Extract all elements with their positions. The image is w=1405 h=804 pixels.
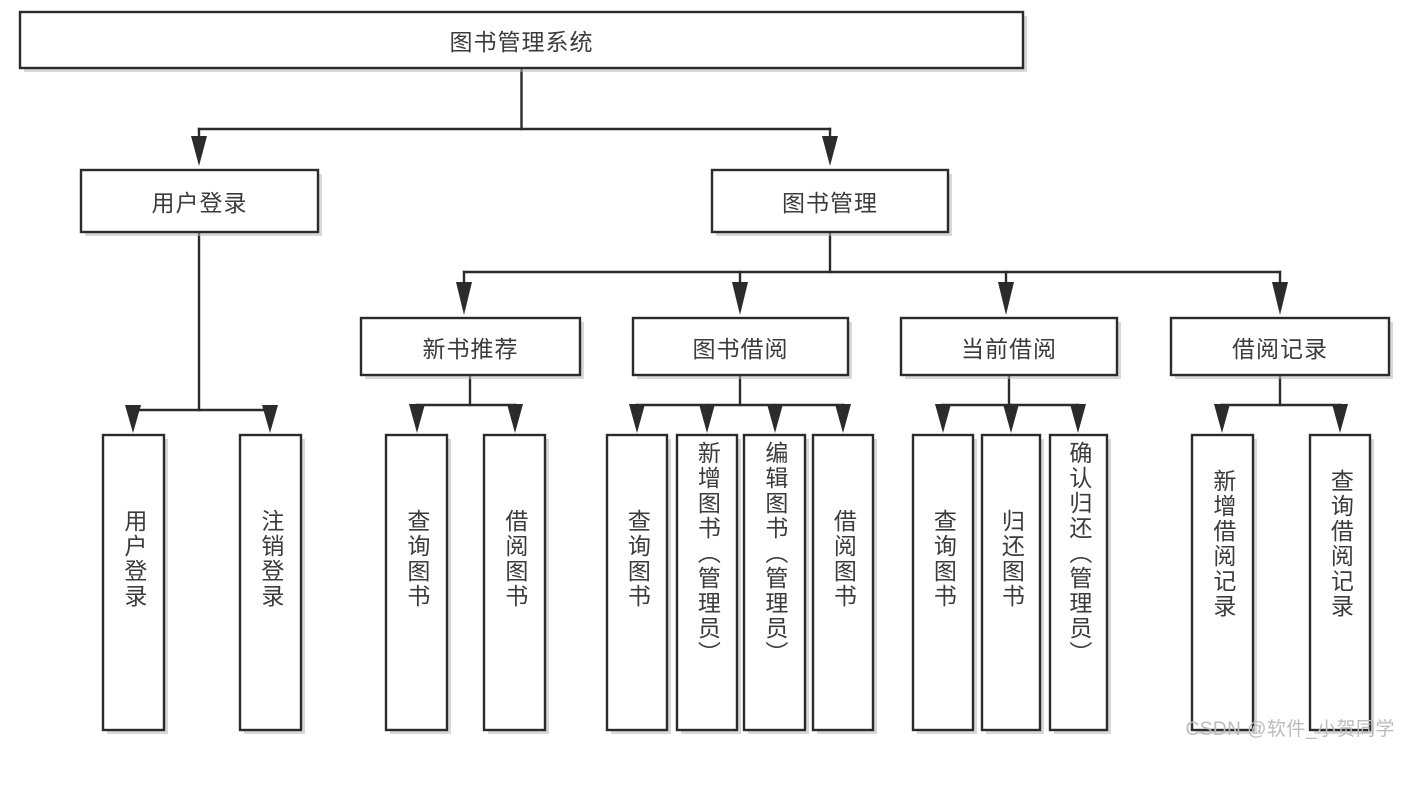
connector-group-book-management xyxy=(456,230,1288,315)
arrow-bookborrow-to-add xyxy=(699,404,715,433)
node-borrow-borrow-book-rect xyxy=(811,433,875,732)
arrow-root-to-userlogin xyxy=(191,136,207,166)
node-new-book-borrow[interactable] xyxy=(482,433,549,734)
node-user-login-logout[interactable] xyxy=(238,433,305,734)
node-book-management[interactable] xyxy=(710,168,952,236)
node-borrow-edit-book-rect xyxy=(742,433,807,732)
node-current-confirm-return[interactable] xyxy=(1048,433,1111,734)
arrow-userlogin-to-logout xyxy=(262,405,278,433)
arrow-borrowrecord-to-query xyxy=(1332,404,1348,433)
arrow-root-to-bookmgmt xyxy=(822,136,838,166)
node-borrow-query-book-rect xyxy=(605,433,669,732)
node-record-add-rect xyxy=(1190,433,1255,732)
node-record-add[interactable] xyxy=(1190,433,1257,734)
arrow-bookborrow-to-query xyxy=(629,404,645,433)
node-current-return-book-rect xyxy=(980,433,1042,732)
hierarchy-diagram xyxy=(18,10,1393,734)
node-book-borrow-rect xyxy=(631,316,850,377)
node-new-book-recommend-rect xyxy=(359,316,582,377)
node-current-borrow[interactable] xyxy=(899,316,1121,379)
connector-group-new-book-recommend xyxy=(409,373,523,433)
node-new-book-borrow-rect xyxy=(482,433,547,732)
node-borrow-borrow-book[interactable] xyxy=(811,433,877,734)
connector-group-borrow-record xyxy=(1214,373,1348,433)
node-root-rect xyxy=(18,10,1025,70)
node-current-query-book[interactable] xyxy=(911,433,977,734)
node-root[interactable] xyxy=(18,10,1027,72)
arrow-currentborrow-to-return xyxy=(1003,404,1019,433)
node-borrow-record-rect xyxy=(1169,316,1391,377)
arrow-currentborrow-to-query xyxy=(935,404,951,433)
node-borrow-edit-book[interactable] xyxy=(742,433,809,734)
arrow-bookborrow-to-edit xyxy=(767,404,783,433)
node-book-borrow[interactable] xyxy=(631,316,852,379)
arrow-bookmgmt-to-bookborrow xyxy=(732,282,748,315)
node-user-login-login-rect xyxy=(101,433,166,732)
node-user-login[interactable] xyxy=(79,168,322,236)
node-current-return-book[interactable] xyxy=(980,433,1044,734)
node-new-book-query[interactable] xyxy=(384,433,451,734)
arrow-bookborrow-to-borrow xyxy=(835,404,851,433)
arrow-newbook-to-query xyxy=(409,404,425,433)
node-user-login-login[interactable] xyxy=(101,433,168,734)
connector-group-user-login xyxy=(125,230,278,433)
connector-group-root xyxy=(191,66,838,166)
connector-group-book-borrow xyxy=(629,373,851,433)
node-current-confirm-return-rect xyxy=(1048,433,1109,732)
node-borrow-add-book-rect xyxy=(675,433,739,732)
arrow-userlogin-to-login xyxy=(125,405,141,433)
arrow-newbook-to-borrow xyxy=(507,404,523,433)
node-borrow-record[interactable] xyxy=(1169,316,1393,379)
node-user-login-logout-rect xyxy=(238,433,303,732)
arrow-currentborrow-to-confirm xyxy=(1070,404,1086,433)
node-new-book-query-rect xyxy=(384,433,449,732)
node-record-query[interactable] xyxy=(1308,433,1374,734)
arrow-bookmgmt-to-newbook xyxy=(456,282,472,315)
node-book-management-rect xyxy=(710,168,950,234)
node-user-login-rect xyxy=(79,168,320,234)
arrow-borrowrecord-to-add xyxy=(1214,404,1230,433)
flowchart-canvas: 图书管理系统 用户登录 图书管理 新书推荐 图书借阅 当前借阅 借阅记录 用户登… xyxy=(18,10,1395,740)
node-record-query-rect xyxy=(1308,433,1372,732)
arrow-bookmgmt-to-borrowrecord xyxy=(1272,282,1288,315)
node-borrow-query-book[interactable] xyxy=(605,433,671,734)
connector-group-current-borrow xyxy=(935,373,1086,433)
arrow-bookmgmt-to-currentborrow xyxy=(998,282,1014,315)
node-borrow-add-book[interactable] xyxy=(675,433,741,734)
node-current-borrow-rect xyxy=(899,316,1119,377)
node-current-query-book-rect xyxy=(911,433,975,732)
node-new-book-recommend[interactable] xyxy=(359,316,584,379)
